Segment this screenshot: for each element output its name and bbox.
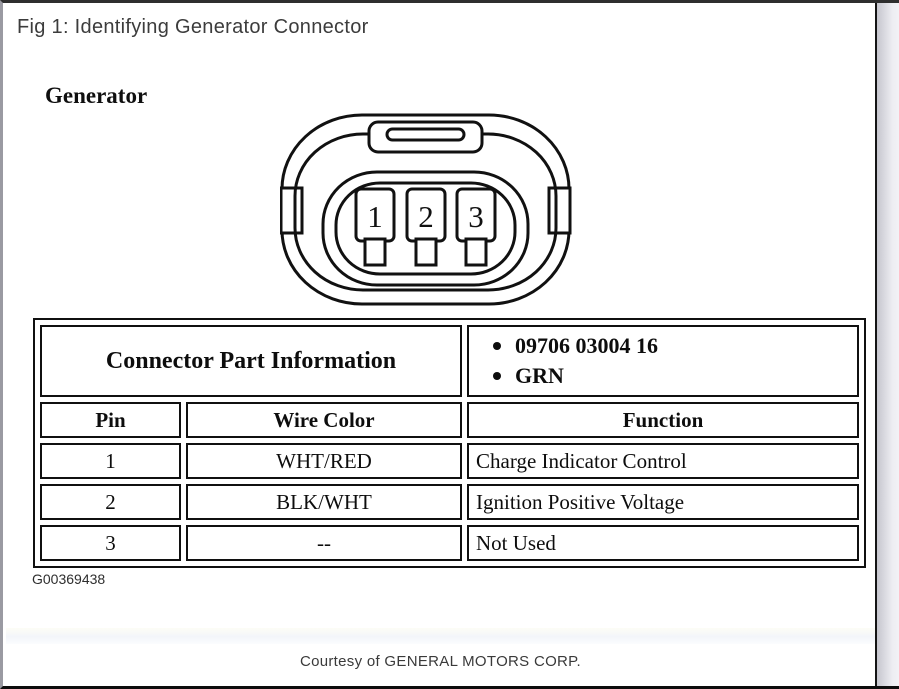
connector-pinout-table: Connector Part Information 09706 03004 1… <box>33 318 866 568</box>
function-cell: Not Used <box>467 525 859 561</box>
pin-2-number: 2 <box>418 199 434 234</box>
figure-title: Fig 1: Identifying Generator Connector <box>17 16 369 38</box>
pin-cell: 3 <box>40 525 181 561</box>
footer-divider <box>6 628 876 644</box>
figure-id: G00369438 <box>32 571 106 587</box>
wire-color-cell: -- <box>186 525 462 561</box>
table-row: 1 WHT/RED Charge Indicator Control <box>40 443 859 479</box>
connector-right-notch <box>547 186 572 235</box>
footer-credit: Courtesy of GENERAL MOTORS CORP. <box>299 653 582 670</box>
connector-pin-2: 2 <box>405 187 447 267</box>
table-row: 2 BLK/WHT Ignition Positive Voltage <box>40 484 859 520</box>
connector-cavity-inner <box>334 181 517 276</box>
part-info-row: Connector Part Information 09706 03004 1… <box>40 325 859 397</box>
part-info-list: 09706 03004 16 GRN <box>469 331 857 391</box>
column-header-wire-color: Wire Color <box>186 402 462 438</box>
part-number-item: 09706 03004 16 <box>493 331 857 361</box>
function-cell: Charge Indicator Control <box>467 443 859 479</box>
wire-color-cell: BLK/WHT <box>186 484 462 520</box>
connector-color-item: GRN <box>493 361 857 391</box>
part-info-header: Connector Part Information <box>40 325 462 397</box>
connector-pin-1: 1 <box>354 187 396 267</box>
pin-1-number: 1 <box>367 199 383 234</box>
column-header-function: Function <box>467 402 859 438</box>
connector-diagram: 1 2 3 <box>280 113 572 306</box>
connector-latch-slot <box>385 127 466 142</box>
generator-label: Generator <box>45 83 148 108</box>
column-header-row: Pin Wire Color Function <box>40 402 859 438</box>
part-info-values: 09706 03004 16 GRN <box>467 325 859 397</box>
pin-cell: 1 <box>40 443 181 479</box>
connector-left-notch <box>280 186 304 235</box>
column-header-pin: Pin <box>40 402 181 438</box>
function-cell: Ignition Positive Voltage <box>467 484 859 520</box>
wire-color-cell: WHT/RED <box>186 443 462 479</box>
connector-cavity-outer <box>321 170 530 287</box>
page-right-edge <box>875 3 899 686</box>
connector-pin-3: 3 <box>455 187 497 267</box>
pin-cell: 2 <box>40 484 181 520</box>
pin-3-number: 3 <box>468 199 484 234</box>
table-row: 3 -- Not Used <box>40 525 859 561</box>
